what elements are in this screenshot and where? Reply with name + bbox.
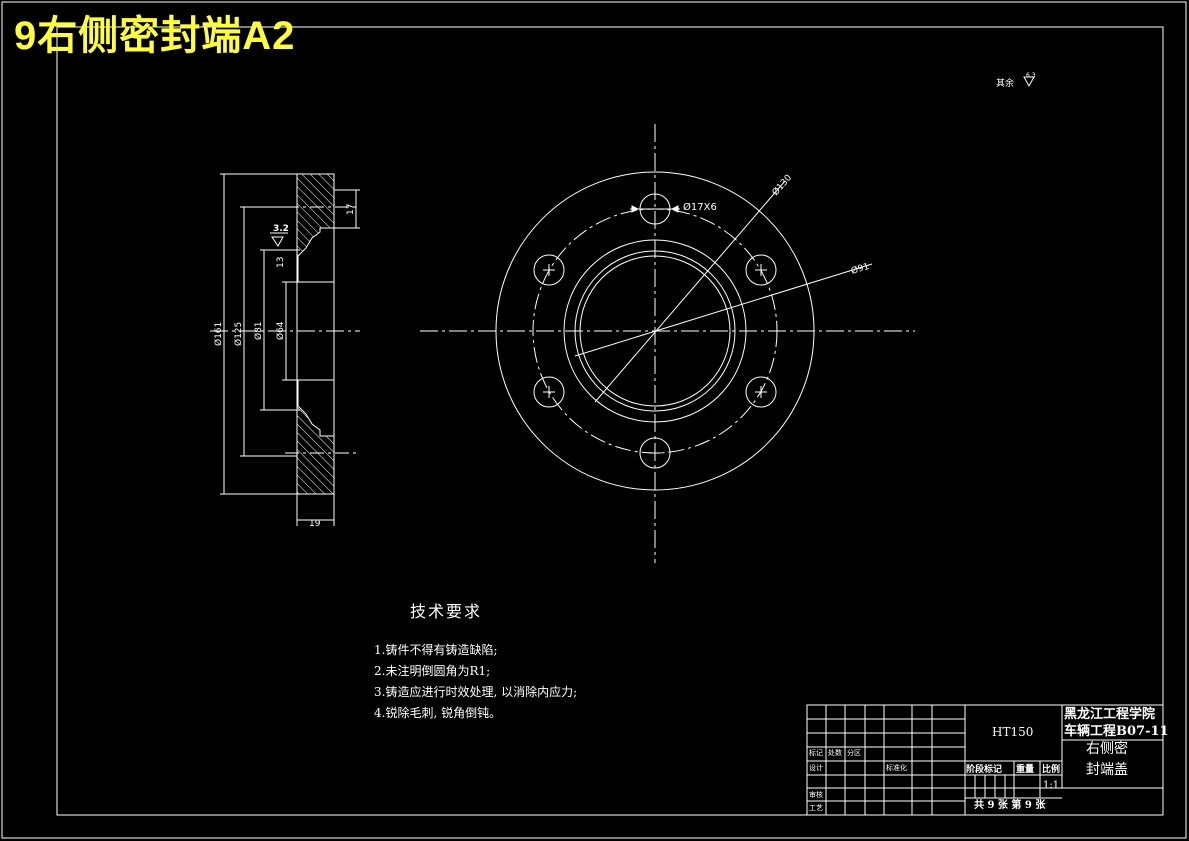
outer-leader-line xyxy=(574,263,873,357)
tech-requirement-item: 2.未注明倒圆角为R1; xyxy=(374,664,491,678)
bolt-hole xyxy=(639,437,671,469)
hole-note-text: Ø17X6 xyxy=(683,201,717,213)
bolt-holes xyxy=(533,193,777,469)
upper-section-hatch xyxy=(296,173,335,283)
sheet-title: 9右侧密封端A2 xyxy=(14,14,296,58)
tech-requirements-list: 1.铸件不得有铸造缺陷; 2.未注明倒圆角为R1; 3.铸造应进行时效处理, 以… xyxy=(374,640,577,724)
stage-label: 阶段标记 xyxy=(966,765,1003,775)
school-text: 黑龙江工程学院 xyxy=(1064,707,1156,722)
standardization-label: 标准化 xyxy=(886,764,907,772)
roughness-label: 其余 xyxy=(996,77,1014,89)
dim-64-text: Ø64 xyxy=(275,321,286,340)
dim-81-text: Ø81 xyxy=(253,321,264,340)
bolt-hole xyxy=(533,254,565,286)
dim-161-text: Ø161 xyxy=(213,322,224,346)
tech-requirement-item: 3.铸造应进行时效处理, 以消除内应力; xyxy=(374,685,578,699)
col-zone-label: 分区 xyxy=(847,749,861,757)
boss-outer-circle xyxy=(563,239,747,423)
outer-dim-text: Ø91 xyxy=(850,261,871,277)
bolt-hole xyxy=(745,376,777,408)
bore-circle xyxy=(579,255,731,407)
part-name-line1: 右侧密 xyxy=(1086,741,1128,757)
section-dim-texts: Ø161 Ø125 Ø81 Ø64 17 13 19 3.2 xyxy=(213,204,356,529)
scale-value: 1:1 xyxy=(1043,780,1060,791)
weight-label: 重量 xyxy=(1016,765,1035,775)
process-label: 工艺 xyxy=(809,804,823,812)
section-dimension-lines xyxy=(220,173,360,526)
dim-17-text: 17 xyxy=(346,204,356,215)
dim-19-text: 19 xyxy=(309,519,321,529)
inner-border xyxy=(56,26,1164,816)
title-block-grid xyxy=(806,704,1164,816)
tech-requirement-item: 1.铸件不得有铸造缺陷; xyxy=(374,643,498,657)
material-text: HT150 xyxy=(992,725,1034,739)
roughness-symbol-icon xyxy=(1023,76,1035,88)
pcd-leader-line xyxy=(594,180,786,403)
part-name-line2: 封端盖 xyxy=(1086,762,1128,778)
lower-section-hatch xyxy=(296,379,335,495)
review-label: 审核 xyxy=(809,791,823,799)
scale-label: 比例 xyxy=(1042,765,1061,775)
col-mark-label: 标记 xyxy=(809,749,823,757)
roughness-value: 6.3 xyxy=(1026,72,1036,79)
hole-note-arrows xyxy=(631,205,679,213)
boss-step-circle xyxy=(574,250,736,412)
outer-flange-circle xyxy=(495,171,815,491)
tech-requirement-item: 4.锐除毛刺, 锐角倒钝。 xyxy=(374,706,502,720)
tech-requirements-title: 技术要求 xyxy=(410,602,483,621)
class-text: 车辆工程B07-11 xyxy=(1064,724,1169,739)
dim-125-text: Ø125 xyxy=(233,322,244,346)
bolt-hole xyxy=(533,376,565,408)
design-label: 设计 xyxy=(809,764,823,772)
pcd-dim-text: Ø130 xyxy=(770,172,794,198)
hole-center-marks xyxy=(543,264,767,459)
roughness-32-text: 3.2 xyxy=(273,224,289,234)
sheet-count-text: 共 9 张 第 9 张 xyxy=(974,800,1046,811)
section-view xyxy=(210,173,360,526)
front-view xyxy=(420,124,915,563)
bolt-hole xyxy=(745,254,777,286)
col-count-label: 处数 xyxy=(828,749,842,757)
dim-13-text: 13 xyxy=(276,257,286,268)
